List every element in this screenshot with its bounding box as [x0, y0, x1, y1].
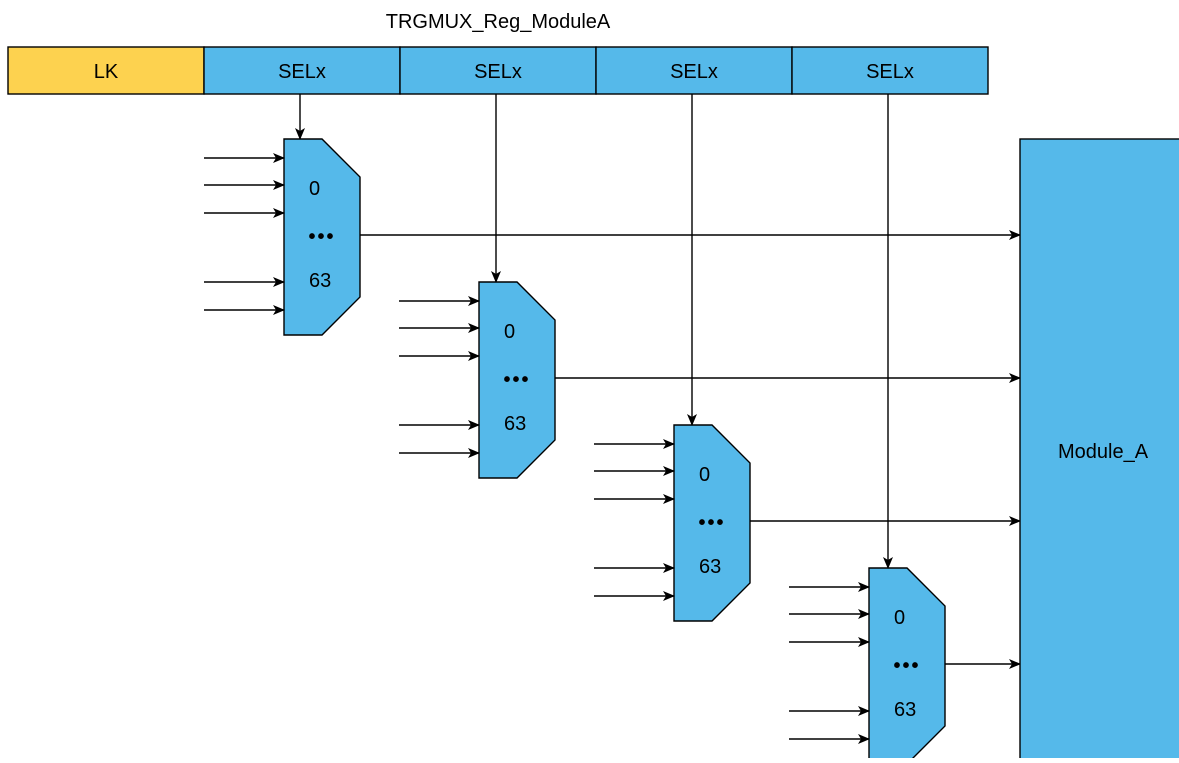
register-field-selx-3: SELx	[595, 46, 793, 95]
mux-body	[283, 138, 361, 336]
mux-ellipsis: •••	[503, 369, 530, 391]
register-field-box	[203, 46, 401, 95]
register-field-label: SELx	[670, 61, 718, 83]
mux-input-63-label: 63	[699, 556, 721, 578]
mux-input-63-label: 63	[309, 270, 331, 292]
mux-input-63-label: 63	[504, 413, 526, 435]
register-field-label: SELx	[474, 61, 522, 83]
mux-body	[478, 281, 556, 479]
register-bar: LK SELx SELx SELx SELx	[7, 46, 989, 95]
module-label: Module_A	[1058, 441, 1149, 463]
muxes: 0 ••• 63 0 ••• 63 0 ••• 63 0 ••• 63	[204, 138, 946, 763]
mux-body	[868, 567, 946, 763]
register-title: TRGMUX_Reg_ModuleA	[386, 11, 611, 33]
register-field-selx-4: SELx	[791, 46, 989, 95]
register-field-label: LK	[94, 61, 119, 83]
mux-input-0-label: 0	[309, 178, 320, 200]
mux-2: 0 ••• 63	[399, 281, 556, 479]
mux-1: 0 ••• 63	[204, 138, 361, 336]
wires	[295, 94, 1021, 669]
mux-ellipsis: •••	[893, 655, 920, 677]
register-field-selx-2: SELx	[399, 46, 597, 95]
module-block	[1019, 138, 1179, 763]
mux-body	[673, 424, 751, 622]
mux-input-63-label: 63	[894, 699, 916, 721]
mux-ellipsis: •••	[698, 512, 725, 534]
register-field-box	[791, 46, 989, 95]
mux-4: 0 ••• 63	[789, 567, 946, 763]
register-field-label: SELx	[866, 61, 914, 83]
register-field-lk: LK	[7, 46, 205, 95]
register-field-label: SELx	[278, 61, 326, 83]
mux-input-0-label: 0	[699, 464, 710, 486]
mux-ellipsis: •••	[308, 226, 335, 248]
mux-3: 0 ••• 63	[594, 424, 751, 622]
register-field-box	[7, 46, 205, 95]
register-field-selx-1: SELx	[203, 46, 401, 95]
mux-input-0-label: 0	[894, 607, 905, 629]
mux-input-0-label: 0	[504, 321, 515, 343]
register-field-box	[399, 46, 597, 95]
